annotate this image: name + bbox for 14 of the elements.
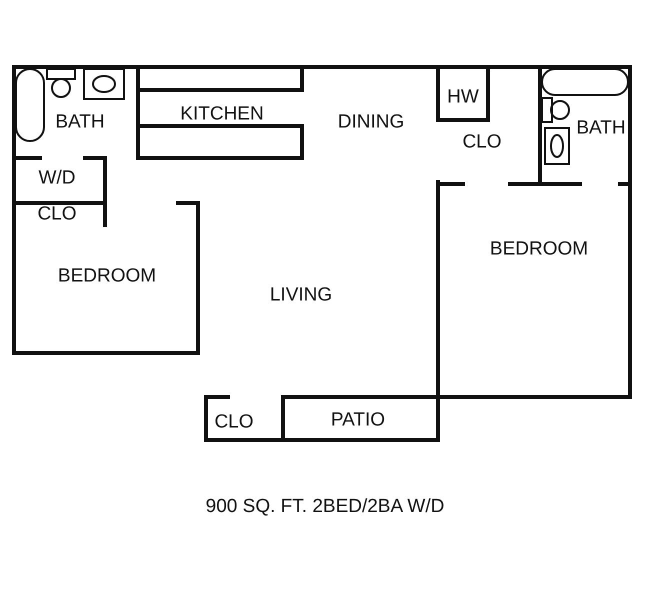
room-label: BEDROOM [490, 240, 588, 258]
room-label: KITCHEN [180, 104, 264, 124]
room-label: W/D [38, 168, 76, 188]
room-label: CLO [462, 132, 502, 152]
room-label: BATH [576, 118, 626, 138]
caption: 900 SQ. FT. 2BED/2BA W/D [204, 496, 446, 518]
room-label: HW [447, 88, 479, 106]
room-label: CLO [214, 412, 254, 432]
room-label: BATH [55, 112, 105, 132]
room-label: CLO [37, 204, 77, 224]
room-label: BEDROOM [58, 266, 156, 286]
room-label: PATIO [330, 410, 386, 430]
room-label: LIVING [270, 286, 332, 304]
room-label: DINING [338, 112, 404, 132]
